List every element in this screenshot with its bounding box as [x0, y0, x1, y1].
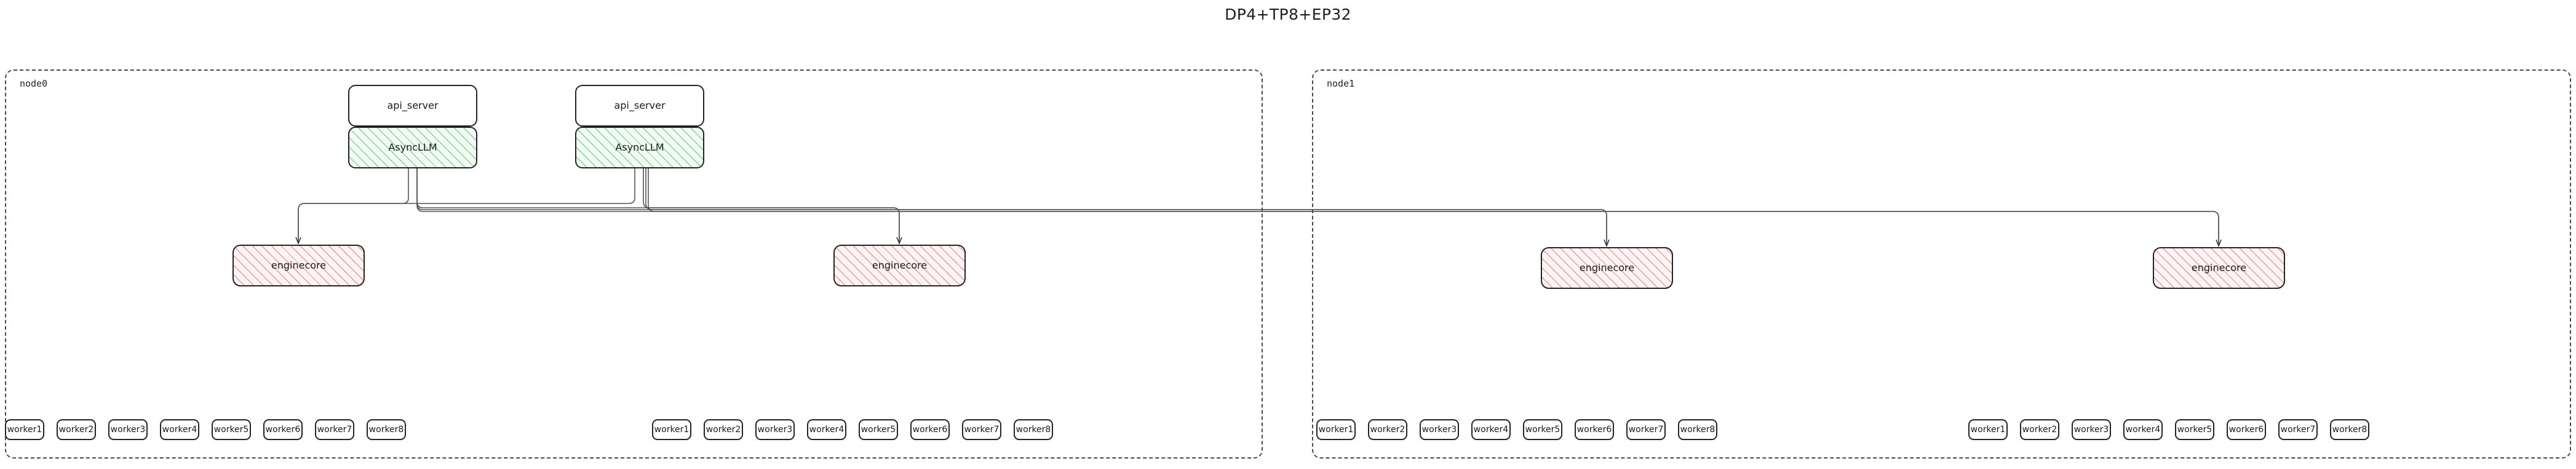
worker-box[interactable]: worker5 — [859, 419, 898, 440]
enginecore-box[interactable]: enginecore — [2153, 247, 2285, 289]
worker-box[interactable]: worker6 — [263, 419, 303, 440]
worker-box[interactable]: worker3 — [755, 419, 795, 440]
worker-box[interactable]: worker7 — [1626, 419, 1666, 440]
worker-box[interactable]: worker3 — [2072, 419, 2111, 440]
worker-box[interactable]: worker8 — [367, 419, 406, 440]
worker-box[interactable]: worker4 — [160, 419, 199, 440]
worker-group: worker1 worker2 worker3 worker4 worker5 worke… — [1968, 419, 2369, 440]
worker-box[interactable]: worker8 — [1678, 419, 1717, 440]
worker-box[interactable]: worker2 — [704, 419, 743, 440]
enginecore-box[interactable]: enginecore — [233, 245, 365, 286]
worker-box[interactable]: worker7 — [315, 419, 354, 440]
asyncllm-box[interactable]: AsyncLLM — [575, 127, 704, 168]
worker-group: worker1 worker2 worker3 worker4 worker5 worke… — [652, 419, 1053, 440]
cluster-label-node0: node0 — [20, 78, 48, 89]
worker-box[interactable]: worker1 — [1968, 419, 2008, 440]
worker-box[interactable]: worker5 — [2175, 419, 2214, 440]
worker-box[interactable]: worker6 — [910, 419, 950, 440]
worker-box[interactable]: worker5 — [1523, 419, 1562, 440]
worker-box[interactable]: worker1 — [1316, 419, 1356, 440]
worker-box[interactable]: worker1 — [5, 419, 44, 440]
cluster-node0[interactable]: node0 — [5, 69, 1263, 459]
worker-group: worker1 worker2 worker3 worker4 worker5 worke… — [5, 419, 406, 440]
worker-box[interactable]: worker4 — [1471, 419, 1511, 440]
worker-box[interactable]: worker4 — [2123, 419, 2163, 440]
worker-box[interactable]: worker6 — [1575, 419, 1614, 440]
worker-box[interactable]: worker2 — [57, 419, 96, 440]
enginecore-box[interactable]: enginecore — [1541, 247, 1673, 289]
worker-box[interactable]: worker3 — [1420, 419, 1459, 440]
cluster-node1[interactable]: node1 — [1312, 69, 2571, 459]
asyncllm-box[interactable]: AsyncLLM — [348, 127, 477, 168]
worker-box[interactable]: worker1 — [652, 419, 691, 440]
cluster-label-node1: node1 — [1327, 78, 1355, 89]
api-server-box[interactable]: api_server — [348, 85, 477, 127]
worker-box[interactable]: worker7 — [2278, 419, 2318, 440]
worker-box[interactable]: worker8 — [1014, 419, 1053, 440]
worker-box[interactable]: worker8 — [2330, 419, 2369, 440]
enginecore-box[interactable]: enginecore — [833, 245, 966, 286]
worker-box[interactable]: worker7 — [962, 419, 1001, 440]
worker-box[interactable]: worker5 — [212, 419, 251, 440]
worker-box[interactable]: worker6 — [2227, 419, 2266, 440]
worker-group: worker1 worker2 worker3 worker4 worker5 worke… — [1316, 419, 1717, 440]
page-title: DP4+TP8+EP32 — [1225, 6, 1351, 23]
worker-box[interactable]: worker2 — [2020, 419, 2059, 440]
worker-box[interactable]: worker4 — [807, 419, 846, 440]
api-server-box[interactable]: api_server — [575, 85, 704, 127]
worker-box[interactable]: worker3 — [108, 419, 148, 440]
worker-box[interactable]: worker2 — [1368, 419, 1407, 440]
